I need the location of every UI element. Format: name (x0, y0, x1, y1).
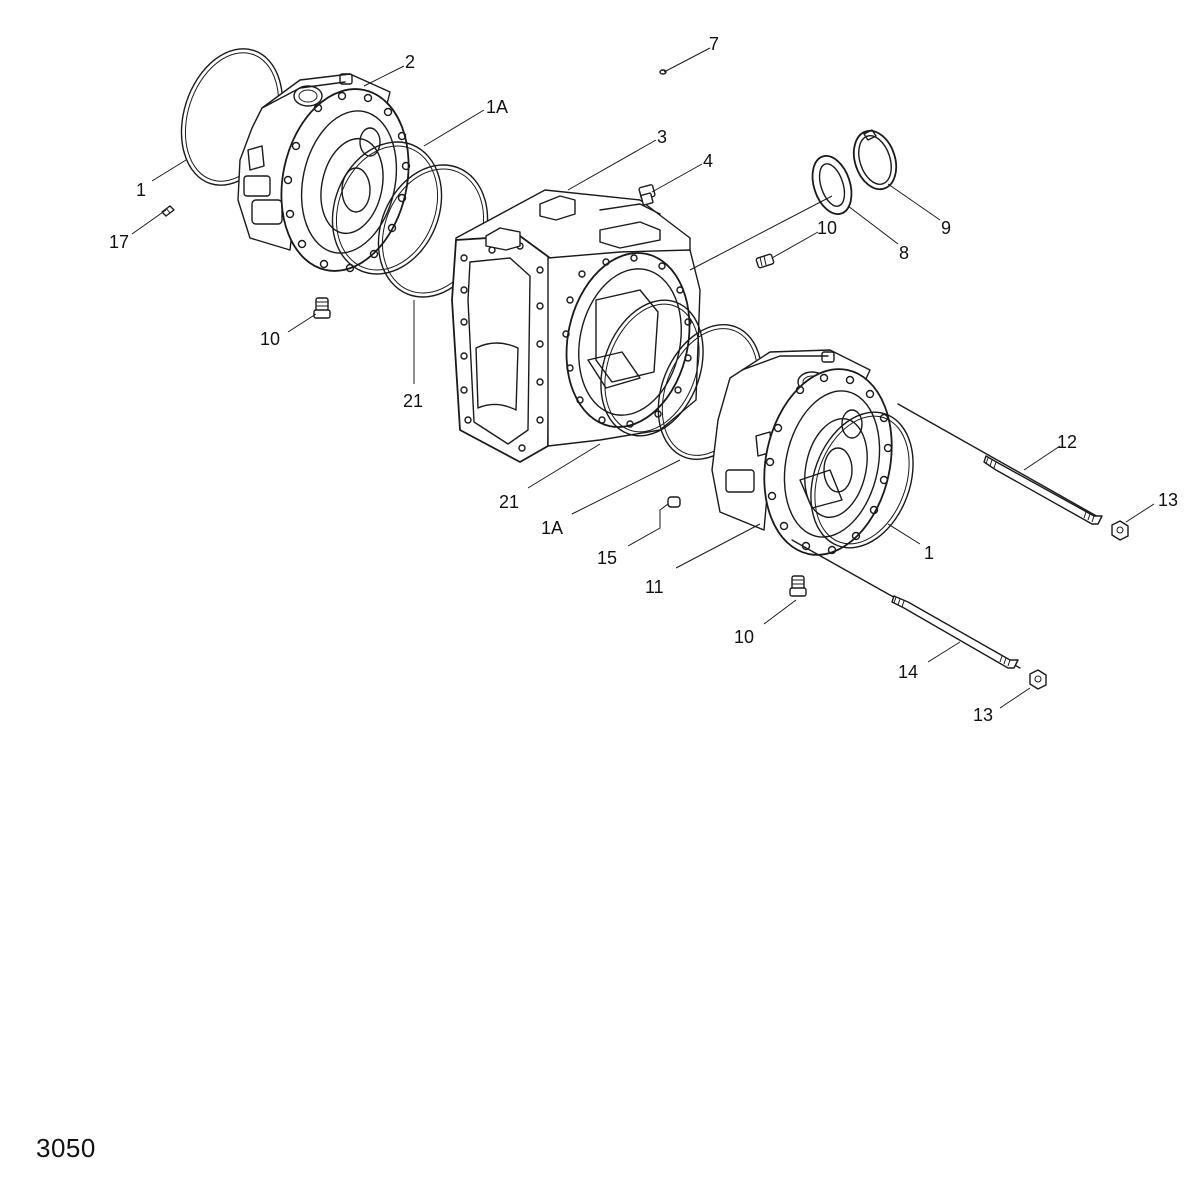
stud-14 (791, 539, 1021, 669)
leader-1-bottom (887, 523, 921, 545)
leader-3 (567, 139, 657, 191)
leader-4 (651, 163, 703, 193)
plug-10-mid (755, 253, 775, 269)
callout-labels: 1 2 1A 7 3 4 17 10 21 10 8 9 12 13 21 1A… (109, 34, 1178, 725)
plug-15 (667, 496, 681, 508)
callout-15: 15 (597, 548, 617, 568)
leader-10-mid (771, 231, 819, 259)
left-housing (237, 73, 411, 273)
leader-1-top (151, 159, 187, 182)
callout-7: 7 (709, 34, 719, 54)
leader-13-top (1125, 503, 1155, 523)
callout-17: 17 (109, 232, 129, 252)
leader-17 (131, 209, 167, 235)
callout-21-bottom: 21 (499, 492, 519, 512)
leader-lines (131, 47, 1155, 709)
leader-7 (663, 47, 711, 73)
callout-10-bottom: 10 (734, 627, 754, 647)
callout-2: 2 (405, 52, 415, 72)
callout-3: 3 (657, 127, 667, 147)
stud-12 (897, 403, 1103, 525)
part-7 (659, 69, 667, 75)
callout-9: 9 (941, 218, 951, 238)
leader-12 (1023, 445, 1061, 471)
callout-10-mid: 10 (817, 218, 837, 238)
leader-11 (675, 523, 761, 569)
o-ring-1a-left (331, 141, 443, 275)
nut-13-top (1111, 520, 1129, 541)
callout-1a-bottom: 1A (541, 518, 563, 538)
plug-10-left (313, 297, 331, 319)
drawing-code: 3050 (36, 1133, 96, 1163)
callout-1-top: 1 (136, 180, 146, 200)
callout-13-bottom: 13 (973, 705, 993, 725)
o-ring-21-right (600, 299, 704, 437)
right-housing (711, 349, 893, 556)
callout-8: 8 (899, 243, 909, 263)
callout-14: 14 (898, 662, 918, 682)
callout-1a-top: 1A (486, 97, 508, 117)
callout-10-left: 10 (260, 329, 280, 349)
leader-1a-bottom (571, 459, 681, 515)
plug-17 (161, 205, 175, 217)
callout-1-bottom: 1 (924, 543, 934, 563)
leader-10-bottom (763, 599, 797, 625)
plug-10-bottom (789, 575, 807, 597)
callout-13-top: 13 (1158, 490, 1178, 510)
leader-2 (363, 65, 405, 87)
leader-8 (847, 205, 899, 245)
callout-21-top: 21 (403, 391, 423, 411)
callout-11: 11 (645, 577, 664, 597)
leader-13-bottom (999, 687, 1031, 709)
plug-4 (638, 184, 656, 206)
leader-9 (887, 183, 941, 221)
leader-3-extra (689, 195, 833, 271)
leader-15 (627, 503, 669, 547)
leader-14 (927, 641, 961, 663)
leader-1a-top (423, 109, 485, 147)
seal-ring-8 (811, 155, 853, 215)
snap-ring-9 (852, 129, 898, 191)
callout-12: 12 (1057, 432, 1077, 452)
nut-13-bottom (1029, 669, 1047, 690)
center-case (451, 189, 701, 463)
callout-4: 4 (703, 151, 713, 171)
leader-10-left (287, 313, 317, 333)
leader-21-bottom (527, 443, 601, 489)
o-ring-right-outer (810, 411, 914, 549)
